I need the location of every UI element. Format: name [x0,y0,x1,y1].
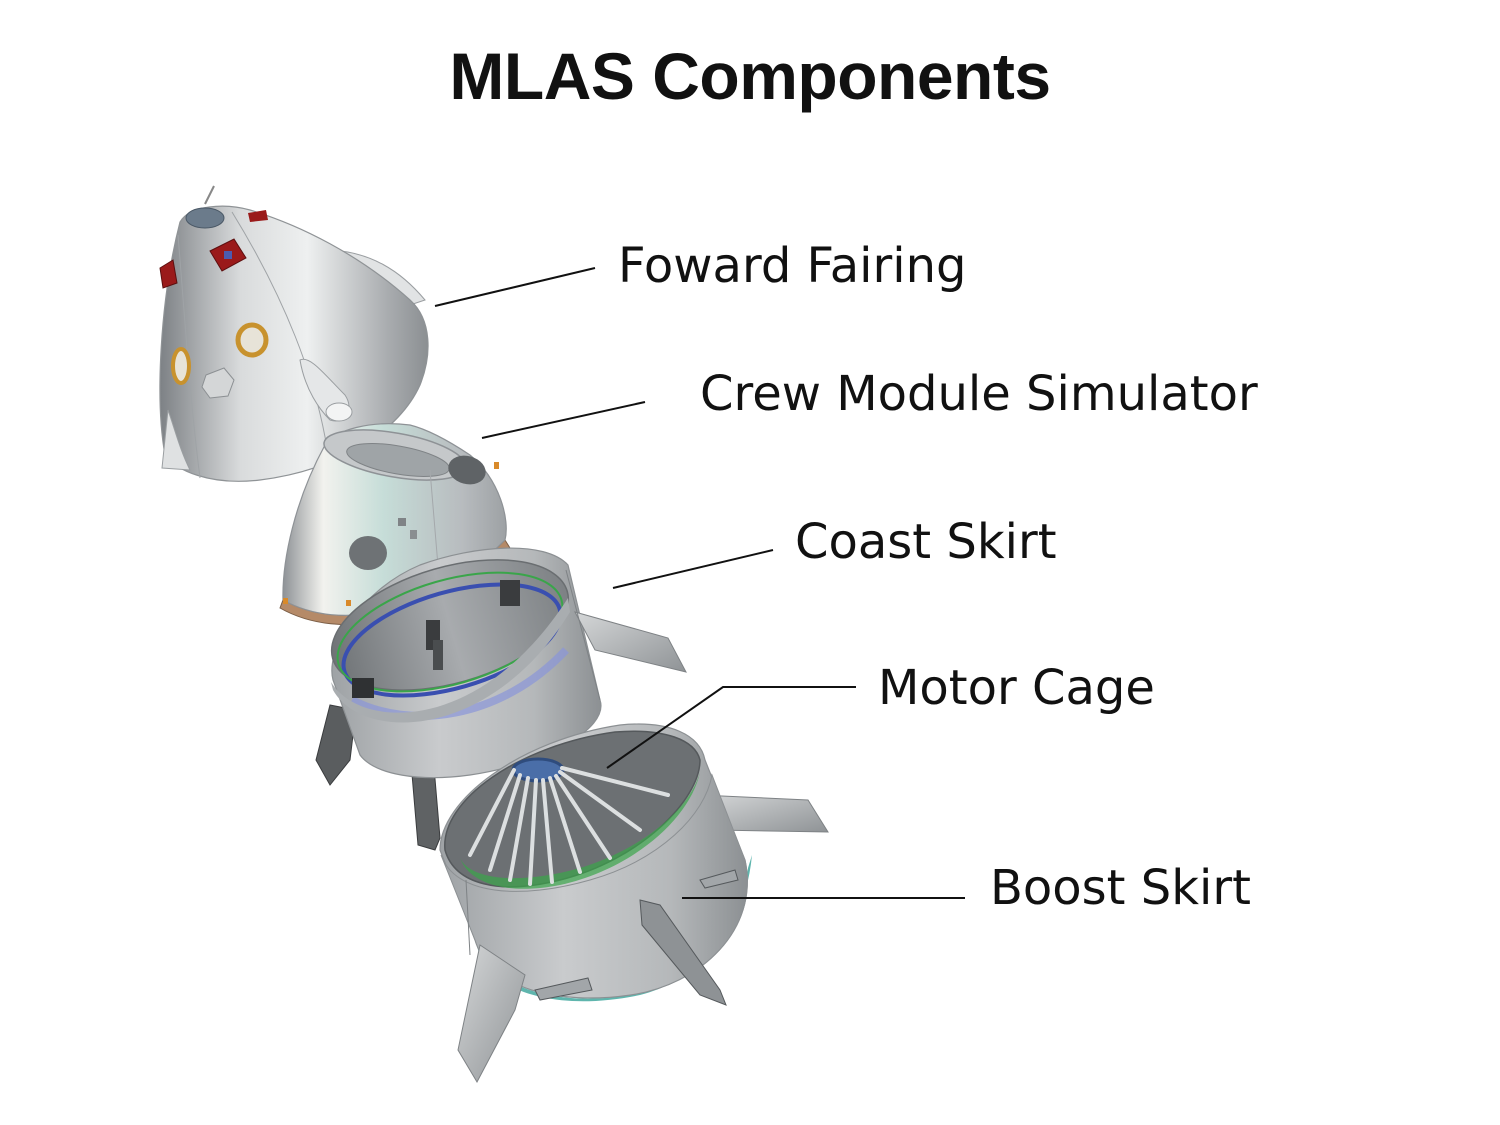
leader-motor-cage [606,686,856,769]
leader-lines [434,267,965,899]
label-coast-skirt: Coast Skirt [795,514,1057,570]
leader-crew-module [481,401,646,439]
diagram-title: MLAS Components [449,39,1051,113]
label-boost-skirt: Boost Skirt [990,860,1251,916]
label-motor-cage: Motor Cage [878,660,1155,716]
label-forward-fairing: Foward Fairing [618,238,967,294]
label-crew-module-simulator: Crew Module Simulator [700,366,1258,422]
boost-skirt [439,723,829,1084]
motor-cage [468,757,670,886]
forward-fairing [159,185,429,482]
leader-coast-skirt [612,549,774,589]
leader-forward-fairing [434,267,596,307]
coast-skirt [315,547,687,851]
